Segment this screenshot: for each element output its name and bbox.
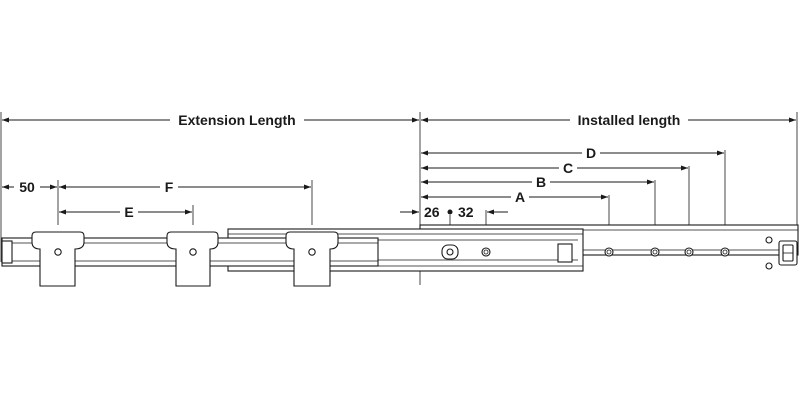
slide-assembly [1, 224, 799, 287]
center-point-dot [447, 209, 453, 215]
rear-clip [778, 240, 798, 266]
label-d: D [586, 145, 596, 161]
label-installed-length: Installed length [578, 112, 681, 128]
bracket-hole [189, 248, 197, 256]
bracket-3 [285, 231, 339, 287]
label-f: F [165, 179, 174, 195]
rail-end-cap [1, 240, 13, 264]
label-b: B [536, 174, 546, 190]
dimension-lines [2, 117, 796, 215]
bracket-1 [31, 231, 85, 287]
label-50: 50 [19, 179, 35, 195]
label-extension-length: Extension Length [178, 112, 295, 128]
label-32: 32 [458, 204, 474, 220]
label-a: A [515, 189, 525, 205]
bracket-2 [166, 231, 219, 287]
label-26: 26 [424, 204, 440, 220]
slot-hole [441, 244, 459, 260]
mounting-hole [481, 247, 491, 257]
bracket-hole [54, 248, 62, 256]
bracket-hole [308, 248, 316, 256]
rail-stop [557, 243, 573, 263]
label-e: E [124, 204, 133, 220]
label-c: C [563, 160, 573, 176]
dimension-labels: Extension Length Installed length D C B … [14, 111, 688, 221]
outer-rail-holes [604, 236, 773, 270]
